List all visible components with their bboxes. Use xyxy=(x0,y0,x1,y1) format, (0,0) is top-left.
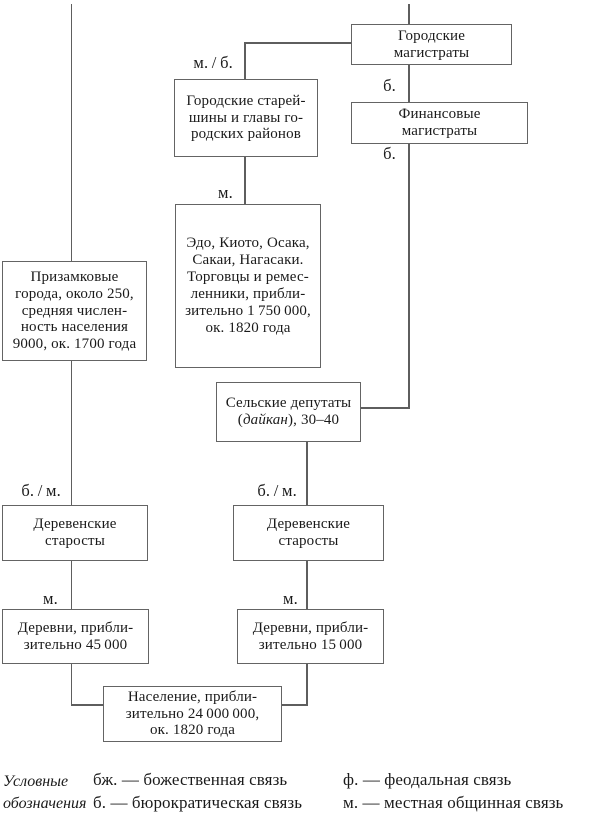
box-text-line: Деревни, прибли- xyxy=(17,619,134,636)
box-city-magistrates: Городские магистраты xyxy=(351,24,512,65)
box-text-line: шины и главы го- xyxy=(188,109,304,126)
edge-label-bureaucratic-local-left: б. / м. xyxy=(21,481,61,500)
box-text-line: ленники, прибли- xyxy=(190,286,306,302)
box-text-line: Эдо, Киото, Осака, xyxy=(186,235,310,252)
box-text-line: Население, прибли- xyxy=(127,688,258,705)
connector-left-to-population xyxy=(70,704,105,706)
connector-right-to-population xyxy=(280,704,308,706)
connector-right-column xyxy=(408,4,410,409)
box-text-line: Деревни, прибли- xyxy=(252,619,369,636)
box-text-line: Сельские депутаты xyxy=(225,395,352,412)
box-text-line: родских районов xyxy=(191,126,301,143)
box-village-headmen-right: Деревенские старосты xyxy=(233,505,384,561)
box-text-line: зительно 24 000 000, xyxy=(125,705,260,722)
box-text-line: Деревенские xyxy=(266,516,351,533)
legend-title-line: Условные xyxy=(3,773,69,790)
edge-label-bureaucratic-middle: б. xyxy=(383,144,396,163)
box-population: Население, прибли- зительно 24 000 000, … xyxy=(103,686,282,742)
box-text-line: зительно 15 000 xyxy=(258,636,363,653)
box-text-line: ок. 1820 года xyxy=(149,722,236,739)
box-text-line: зительно 45 000 xyxy=(23,636,128,653)
box-city-elders: Городские старей- шины и главы го- родск… xyxy=(174,79,318,157)
box-text-line: ок. 1820 года xyxy=(205,319,291,336)
box-village-headmen-left: Деревенские старосты xyxy=(2,505,148,561)
box-rural-deputies: Сельские депутаты (дайкан), 30–40 xyxy=(216,382,361,442)
box-castle-towns: Призамковые города, около 250, средняя ч… xyxy=(2,261,147,361)
box-text-line: Призамковые xyxy=(30,268,119,285)
legend-column-left: бж. — божественная связь б. — бюрократич… xyxy=(93,769,343,814)
box-text-line: Сакаи, Нагасаки. xyxy=(192,252,304,269)
edge-label-bureaucratic-local-right: б. / м. xyxy=(257,481,297,500)
legend-title: Условные обозначения xyxy=(3,771,93,814)
box-text-line: Торговцы и ремес- xyxy=(187,269,309,286)
box-text-line: магистраты xyxy=(393,44,470,61)
connector-deputies-to-finance xyxy=(360,407,410,409)
legend-column-right: ф. — феодальная связь м. — местная общин… xyxy=(343,769,599,814)
paren-open: ( xyxy=(237,412,243,428)
paren-close-count: ), 30–40 xyxy=(288,412,340,428)
legend-entry: м. — местная общинная связь xyxy=(343,792,564,812)
legend-title-line: обозначения xyxy=(3,795,87,812)
legend-entry: ф. — феодальная связь xyxy=(343,770,512,789)
box-villages-left: Деревни, прибли- зительно 45 000 xyxy=(2,609,149,664)
box-text-line: магистраты xyxy=(401,123,478,139)
edge-label-local-center: м. xyxy=(218,183,233,202)
box-text-line: города, около 250, xyxy=(15,285,134,302)
edge-label-local-right: м. xyxy=(283,589,298,608)
edge-label-local-bureaucratic-top: м. / б. xyxy=(193,53,233,72)
box-text-line: (дайкан), 30–40 xyxy=(217,412,360,429)
legend-entry: б. — бюрократическая связь xyxy=(93,792,303,812)
box-edo-cities: Эдо, Киото, Осака, Сакаи, Нагасаки. Торг… xyxy=(175,204,321,368)
box-text-line: 9000, ок. 1700 года xyxy=(12,336,137,353)
connector-elders-to-magistrates xyxy=(244,42,352,44)
edge-label-bureaucratic-upper: б. xyxy=(383,76,396,95)
box-text-line: ность населения xyxy=(20,319,129,336)
box-text-line: Городские старей- xyxy=(186,92,306,109)
box-text-line: старосты xyxy=(278,533,339,549)
legend-entry: бж. — божественная связь xyxy=(93,770,288,789)
box-text-line: зительно 1 750 000, xyxy=(185,302,311,319)
box-finance-magistrates: Финансовые магистраты xyxy=(351,102,528,144)
box-text-line: Финансовые xyxy=(398,106,481,123)
box-text-line: средняя числен- xyxy=(21,302,128,319)
connector-deputies-down-column xyxy=(306,441,308,706)
term-daikan: дайкан xyxy=(242,412,289,428)
box-text-line: Деревенские xyxy=(33,516,117,533)
box-text-line: старосты xyxy=(45,533,105,549)
box-text-line: Городские xyxy=(397,27,466,44)
edge-label-local-left: м. xyxy=(43,589,58,608)
box-villages-right: Деревни, прибли- зительно 15 000 xyxy=(237,609,384,664)
